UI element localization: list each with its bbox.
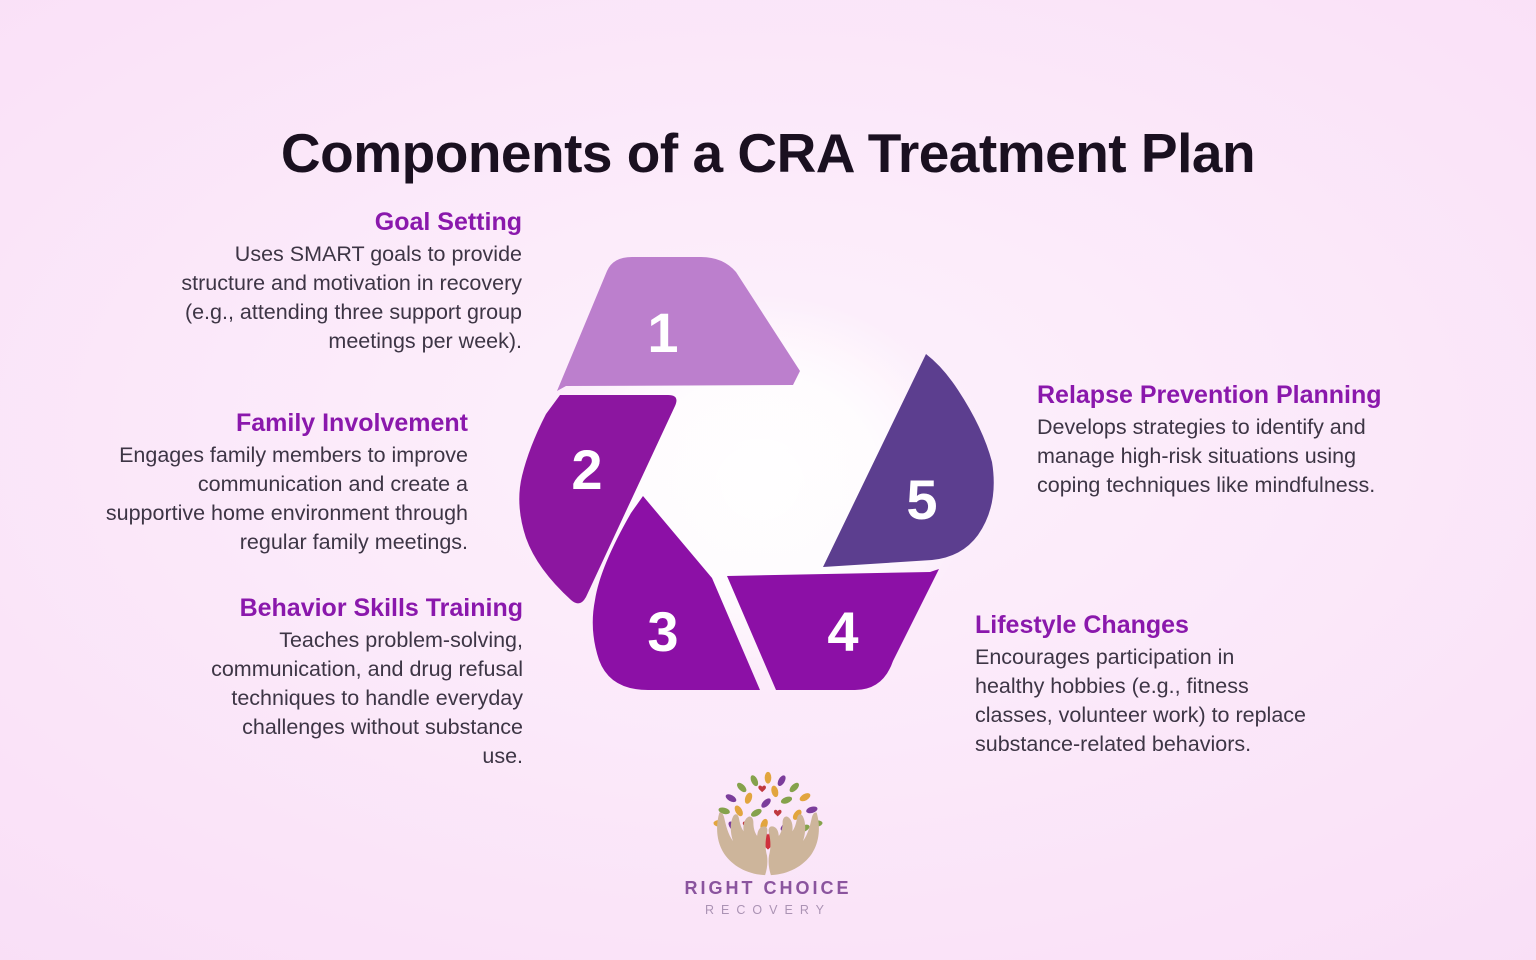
section-heading-behavior-skills-training: Behavior Skills Training <box>239 594 523 622</box>
section-goal-setting: Goal Setting Uses SMART goals to provide… <box>102 207 522 356</box>
section-heading-family-involvement: Family Involvement <box>235 409 468 437</box>
segment-number-5: 5 <box>906 468 937 531</box>
section-behavior-skills-training: Behavior Skills Training Teaches problem… <box>103 593 523 771</box>
section-body-lifestyle-changes: Encourages participation in healthy hobb… <box>975 645 1307 756</box>
logo-tagline: RECOVERY <box>705 903 831 917</box>
diagram-segment-1 <box>557 257 800 391</box>
section-body-behavior-skills-training: Teaches problem-solving, communication, … <box>211 628 523 768</box>
segment-number-2: 2 <box>571 438 602 501</box>
section-lifestyle-changes: Lifestyle Changes Encourages participati… <box>975 610 1365 759</box>
section-family-involvement: Family Involvement Engages family member… <box>48 408 468 557</box>
segment-number-1: 1 <box>647 301 678 364</box>
section-body-family-involvement: Engages family members to improve commun… <box>105 443 468 554</box>
logo-hands-icon <box>717 812 819 876</box>
section-heading-lifestyle-changes: Lifestyle Changes <box>975 611 1189 639</box>
segment-number-3: 3 <box>647 600 678 663</box>
section-heading-goal-setting: Goal Setting <box>374 208 522 236</box>
diagram-segment-4 <box>727 569 939 690</box>
cycle-diagram: 1 2 3 4 5 <box>519 257 994 690</box>
page-title: Components of a CRA Treatment Plan <box>280 121 1256 184</box>
diagram-segment-2 <box>519 395 677 604</box>
section-body-relapse-prevention-planning: Develops strategies to identify and mana… <box>1037 415 1376 497</box>
logo: RIGHT CHOICE RECOVERY <box>0 768 1536 917</box>
logo-foliage <box>713 771 823 833</box>
section-relapse-prevention-planning: Relapse Prevention Planning Develops str… <box>1037 380 1437 500</box>
logo-name: RIGHT CHOICE <box>684 878 852 898</box>
diagram-segment-3 <box>592 496 760 690</box>
section-heading-relapse-prevention-planning: Relapse Prevention Planning <box>1037 381 1382 409</box>
segment-number-4: 4 <box>827 600 858 663</box>
diagram-segment-5 <box>823 354 994 567</box>
section-body-goal-setting: Uses SMART goals to provide structure an… <box>181 242 522 353</box>
logo-hands-tree-icon <box>713 771 823 876</box>
